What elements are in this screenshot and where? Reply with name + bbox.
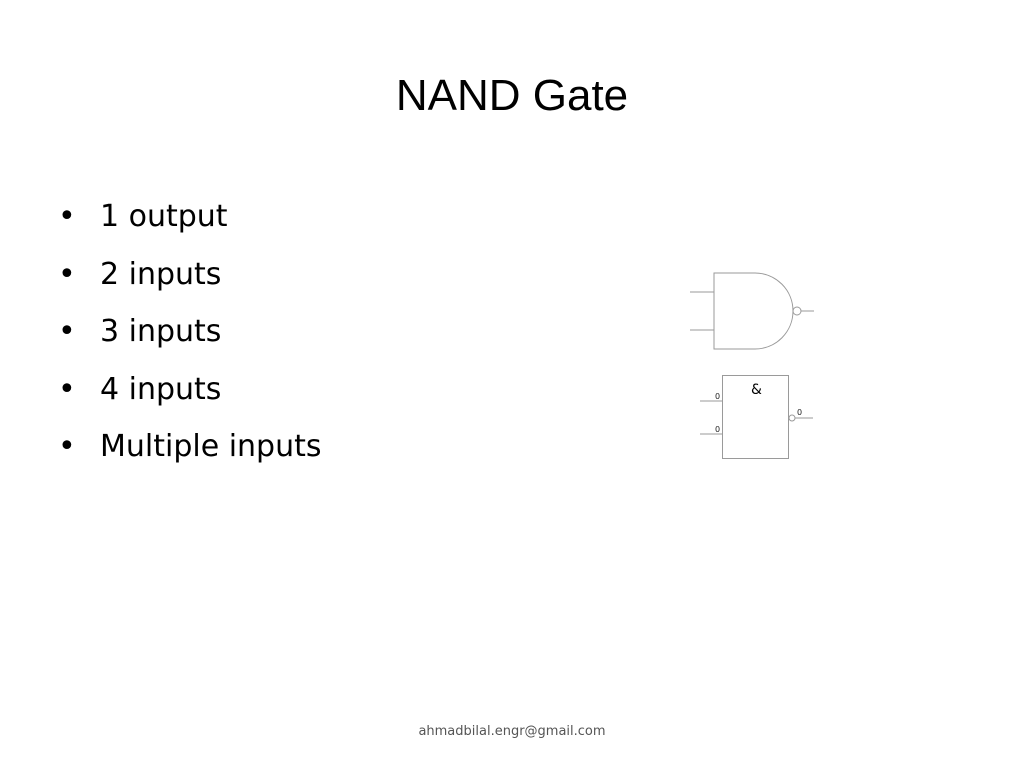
nand-gate-symbol xyxy=(690,272,814,435)
bullet-marker: • xyxy=(58,314,76,349)
input-a-value: 0 xyxy=(715,392,721,401)
bullet-marker: • xyxy=(58,256,76,292)
bullet-marker: • xyxy=(58,371,76,407)
nand-gate-body xyxy=(713,272,794,350)
footer-email: ahmadbilal.engr@gmail.com xyxy=(418,724,606,739)
bullet-text: 1 output xyxy=(100,199,228,234)
output-value: 0 xyxy=(797,408,803,417)
bullet-marker: • xyxy=(58,429,76,464)
and-operator-label: & xyxy=(751,382,762,398)
bullet-text: 4 inputs xyxy=(100,371,222,407)
inversion-bubble xyxy=(792,306,802,316)
iec-nand-symbol: & xyxy=(722,375,789,459)
bullet-marker: • xyxy=(58,199,76,234)
bullet-text: Multiple inputs xyxy=(100,429,322,464)
bullet-text: 2 inputs xyxy=(100,256,222,292)
bullet-text: 3 inputs xyxy=(100,314,222,349)
nand-gate-diagram: & 0 0 0 xyxy=(680,265,830,470)
input-b-value: 0 xyxy=(715,425,721,434)
slide-title: NAND Gate xyxy=(395,71,629,120)
iec-inversion-bubble xyxy=(788,414,796,422)
